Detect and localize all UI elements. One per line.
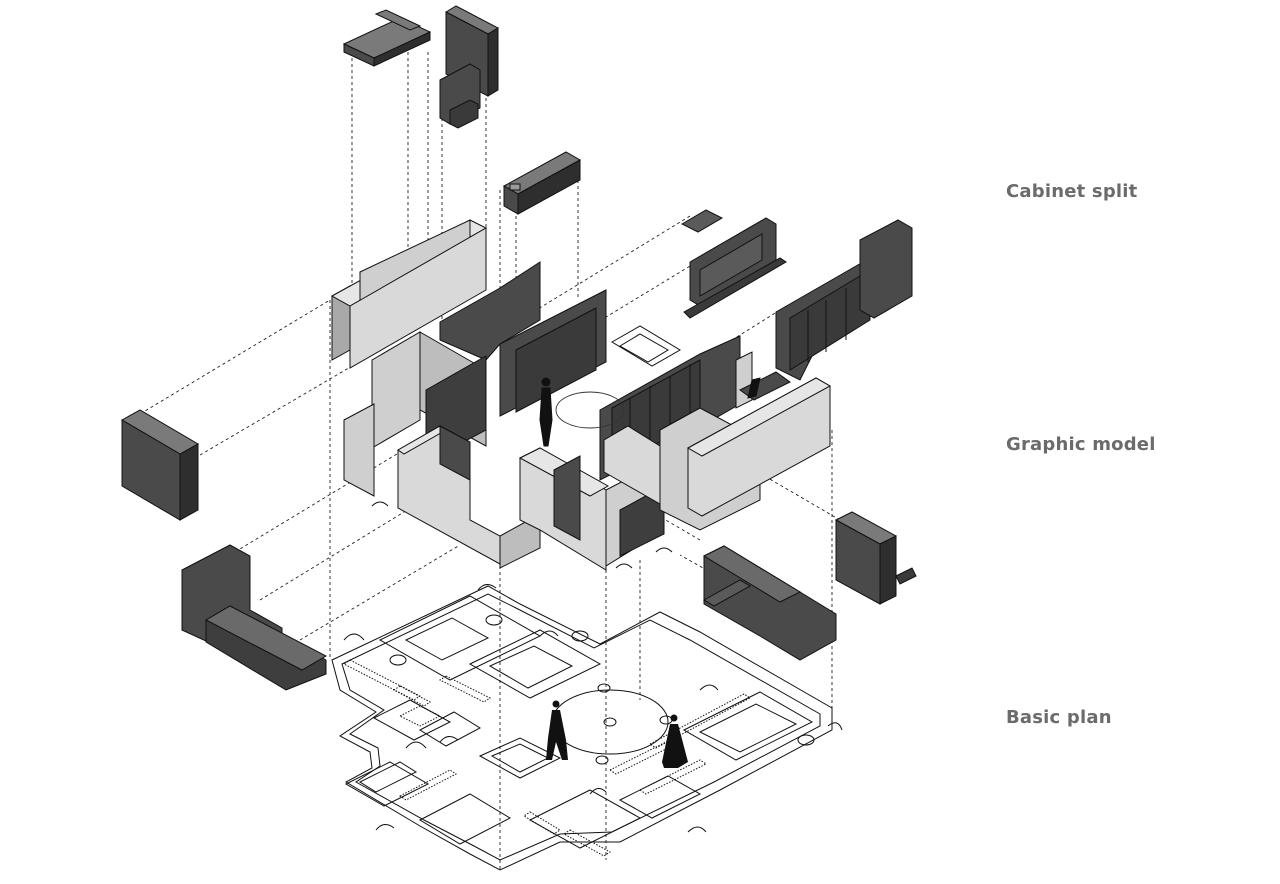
basic-plan-layer <box>331 501 843 871</box>
cabinet-piece <box>439 5 500 129</box>
label-basic-plan: Basic plan <box>1006 707 1112 728</box>
cabinet-piece <box>502 151 582 215</box>
graphic-model-layer <box>330 219 832 571</box>
person-figure <box>747 377 761 399</box>
label-graphic-model: Graphic model <box>1006 434 1156 455</box>
cabinet-piece <box>834 511 917 605</box>
cabinet-piece <box>775 219 913 381</box>
cabinet-split-layer <box>120 5 917 691</box>
cabinet-piece <box>342 9 432 67</box>
person-figure <box>539 377 553 447</box>
cabinet-piece <box>181 544 328 691</box>
cabinet-piece <box>680 209 724 233</box>
person-figure <box>546 700 568 760</box>
cabinet-piece <box>683 217 787 319</box>
person-figure <box>662 714 688 768</box>
cabinet-piece <box>120 409 200 521</box>
label-cabinet-split: Cabinet split <box>1006 181 1138 202</box>
cabinet-piece <box>702 545 837 661</box>
